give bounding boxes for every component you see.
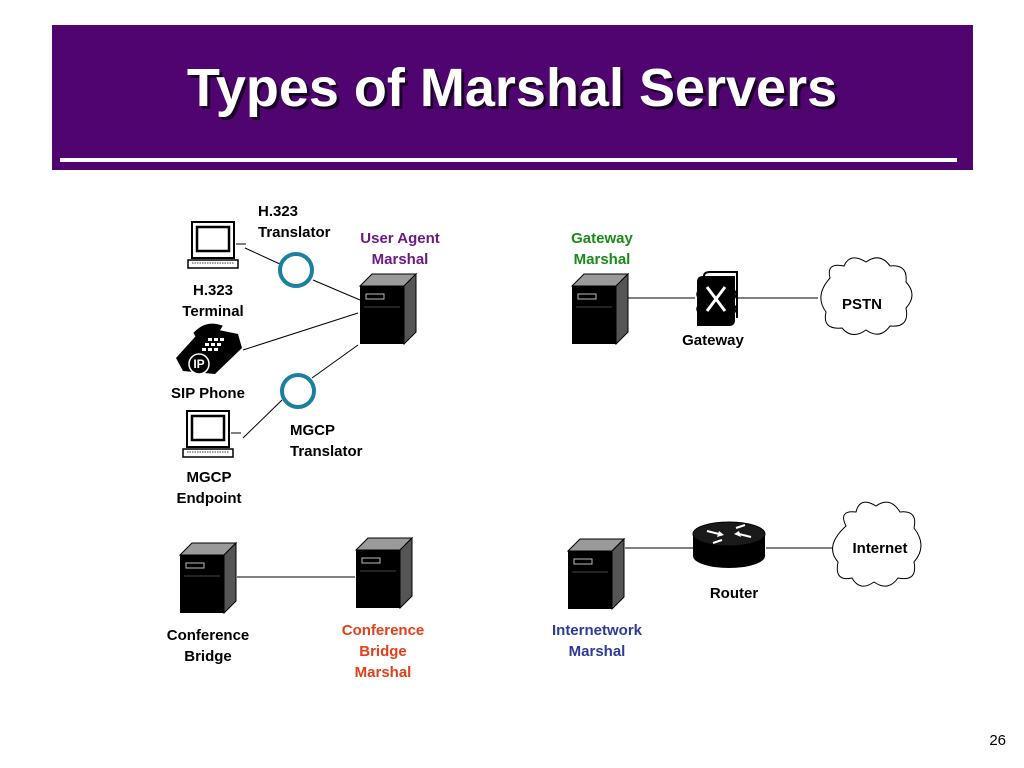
- conference-bridge-label: Conference Bridge: [166, 627, 250, 665]
- h323-terminal-computer-icon: [186, 220, 248, 270]
- pstn-label: PSTN: [841, 296, 882, 313]
- router-icon: [692, 521, 766, 568]
- title-underline: [60, 158, 957, 162]
- ip-phone-icon: [176, 323, 242, 375]
- gateway-label: Gateway: [682, 332, 744, 349]
- gateway-marshal-server-icon: [571, 273, 629, 345]
- sip-phone-label: SIP Phone: [171, 385, 245, 402]
- internet-cloud-icon: [832, 501, 922, 587]
- gateway-icon: [696, 271, 738, 326]
- link-translator-ua: [312, 279, 361, 301]
- conference-bridge-marshal-label: Conference Bridge Marshal: [341, 622, 425, 681]
- mgcp-translator-label: MGCP Translator: [290, 422, 363, 460]
- h323-translator-label: H.323 Translator: [258, 203, 331, 241]
- pstn-cloud-icon: [820, 257, 913, 335]
- page-number: 26: [989, 732, 1006, 749]
- link-sipphone-ua: [242, 312, 359, 351]
- internetwork-marshal-server-icon: [567, 538, 625, 610]
- user-agent-marshal-label: User Agent Marshal: [360, 230, 440, 268]
- user-agent-marshal-server-icon: [359, 273, 417, 345]
- mgcp-endpoint-computer-icon: [181, 409, 243, 459]
- h323-translator-ring-icon: [278, 252, 314, 288]
- title-banner: [52, 25, 973, 170]
- link-translator2-ua: [311, 344, 359, 379]
- link-endpoint-translator: [242, 399, 283, 439]
- gateway-marshal-label: Gateway Marshal: [571, 230, 633, 268]
- mgcp-translator-ring-icon: [280, 373, 316, 409]
- conference-bridge-server-icon: [179, 542, 237, 614]
- router-label: Router: [709, 585, 759, 602]
- h323-terminal-label: H.323 Terminal: [182, 282, 244, 320]
- slide-title: Types of Marshal Servers: [186, 58, 838, 118]
- ip-badge-label: IP: [193, 357, 205, 371]
- mgcp-endpoint-label: MGCP Endpoint: [176, 469, 242, 507]
- link-terminal-translator: [244, 247, 283, 266]
- internetwork-marshal-label: Internetwork Marshal: [551, 622, 642, 660]
- internet-label: Internet: [852, 540, 908, 557]
- conference-bridge-marshal-server-icon: [355, 537, 413, 609]
